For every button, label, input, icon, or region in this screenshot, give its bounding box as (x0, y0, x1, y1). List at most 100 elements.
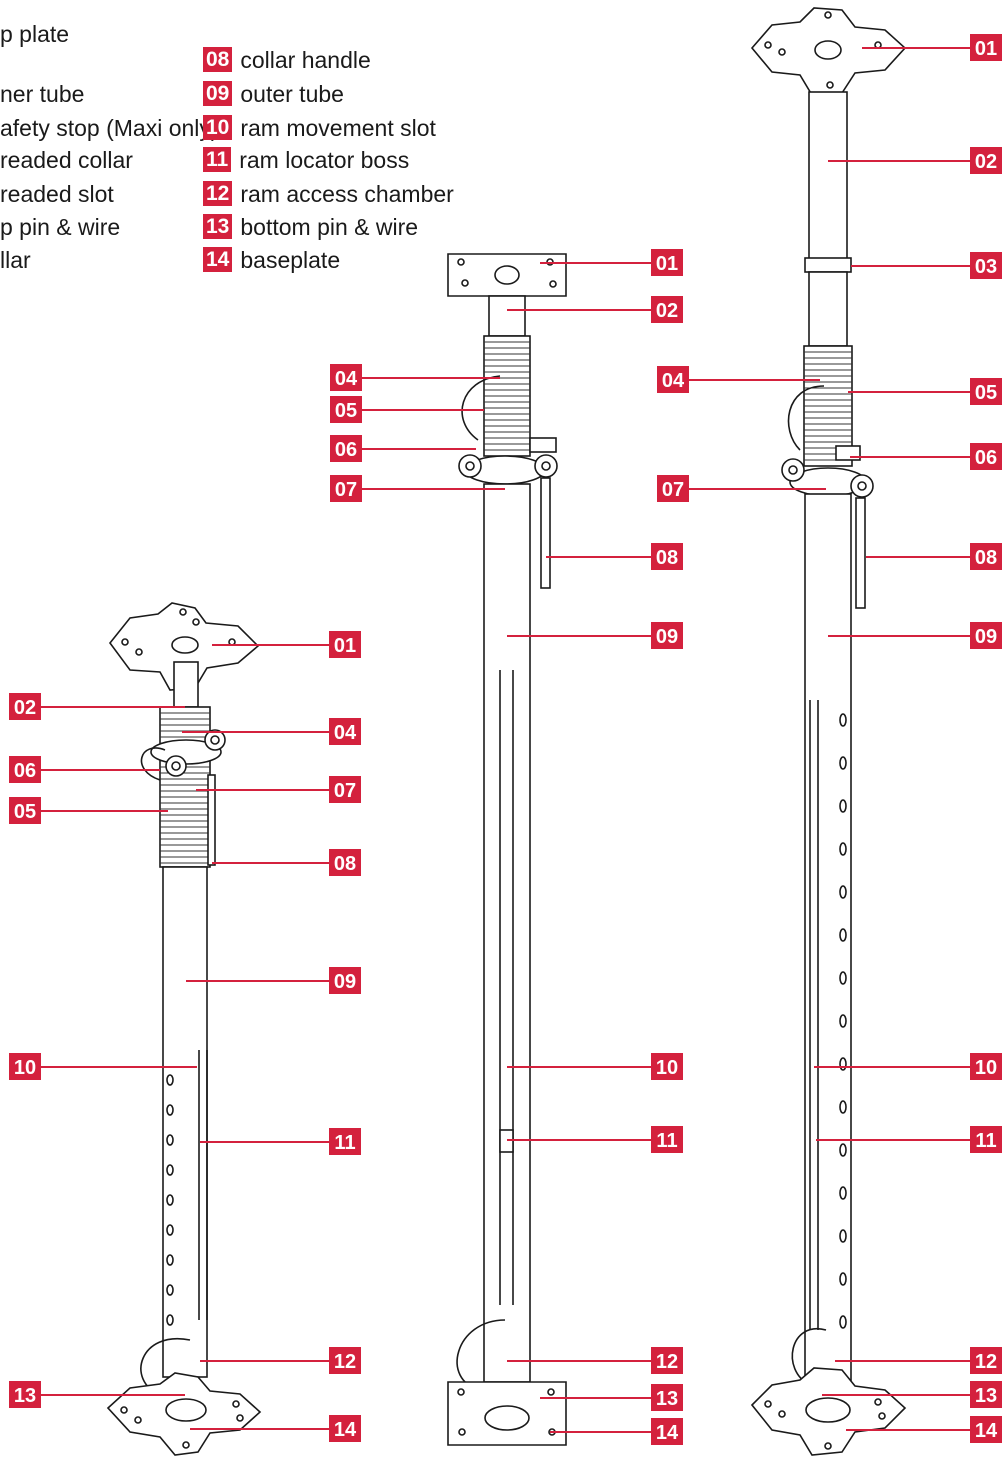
callout: 03 (851, 252, 1002, 279)
callout-badge (329, 967, 361, 994)
callout: 12 (507, 1347, 683, 1374)
pin-hole (166, 1104, 174, 1116)
legend-item-01: p plate (0, 19, 69, 49)
bolt-hole (778, 1410, 786, 1418)
bolt-hole (120, 1406, 128, 1414)
callout-number: 12 (656, 1351, 678, 1373)
callout-badge (9, 693, 41, 720)
callout: 07 (196, 776, 361, 803)
pin-hole (839, 1100, 847, 1114)
callout-number: 10 (656, 1057, 678, 1079)
legend-text: p plate (0, 21, 70, 47)
callout-badge (329, 776, 361, 803)
legend-text: p pin & wire (0, 214, 121, 240)
callout-number: 14 (334, 1419, 357, 1441)
legend-item-03: afety stop (Maxi only) (0, 113, 219, 143)
legend-text: outer tube (240, 81, 344, 107)
callout-number: 04 (334, 722, 357, 744)
callout-number: 14 (975, 1420, 998, 1442)
legend-item-06: p pin & wire (0, 212, 120, 242)
legend-item-10: 10 ram movement slot (203, 113, 436, 143)
top-pin-wire (787, 385, 825, 451)
callout: 05 (9, 797, 168, 824)
callout-badge (9, 1053, 41, 1080)
pin-hole (839, 799, 847, 813)
callout-number: 05 (14, 801, 36, 823)
callout: 13 (540, 1384, 683, 1411)
callout-badge (970, 543, 1002, 570)
legend-badge: 08 (203, 47, 233, 72)
callout-badge (970, 34, 1002, 61)
inner-tube (808, 91, 848, 263)
callout-badge (970, 147, 1002, 174)
pin-hole (839, 756, 847, 770)
pin-hole (166, 1164, 174, 1176)
callout-number: 05 (335, 400, 357, 422)
pin-hole (166, 1314, 174, 1326)
callout: 12 (835, 1347, 1002, 1374)
callout-number: 14 (656, 1422, 679, 1444)
callout: 08 (546, 543, 683, 570)
callout-badge (330, 364, 362, 391)
bolt-hole (179, 608, 187, 616)
legend-item-02: ner tube (0, 79, 84, 109)
callout-number: 08 (656, 547, 678, 569)
collar-handle (540, 477, 551, 589)
thread-lines (484, 341, 530, 451)
baseplate-hole (165, 1398, 207, 1422)
legend-text: bottom pin & wire (240, 214, 419, 240)
callout: 02 (9, 693, 185, 720)
pin-hole (839, 1229, 847, 1243)
bolt-hole (764, 1400, 772, 1408)
legend-badge: 13 (203, 214, 233, 239)
callout-badge (651, 1053, 683, 1080)
callout-badge (970, 1347, 1002, 1374)
legend-text: readed collar (0, 147, 133, 173)
callout-number: 08 (975, 547, 997, 569)
callout: 04 (657, 366, 820, 393)
callout-number: 13 (656, 1388, 678, 1410)
thread-lines (804, 351, 852, 461)
collar-lug-hole (171, 761, 181, 771)
callout-badge (329, 1415, 361, 1442)
callout-number: 07 (334, 780, 356, 802)
prop-3 (750, 7, 907, 1456)
callout-badge (9, 756, 41, 783)
callout: 02 (507, 296, 683, 323)
callout-number: 10 (975, 1057, 997, 1079)
pin-hole (166, 1194, 174, 1206)
collar-pin (529, 437, 557, 453)
legend: p plate ner tube afety stop (Maxi only) … (0, 0, 1005, 280)
callout-badge (329, 1128, 361, 1155)
callout: 14 (190, 1415, 361, 1442)
top-pin-wire (140, 747, 166, 781)
bolt-hole (457, 1388, 465, 1396)
callout-badge (651, 1126, 683, 1153)
safety-stop (804, 257, 852, 273)
pin-hole (839, 1315, 847, 1329)
callout-number: 13 (14, 1385, 36, 1407)
callout: 06 (850, 443, 1002, 470)
legend-text: ram locator boss (239, 147, 410, 173)
legend-item-13: 13 bottom pin & wire (203, 212, 418, 242)
callout-number: 04 (662, 370, 685, 392)
callout-badge (657, 475, 689, 502)
legend-badge: 10 (203, 115, 233, 140)
pin-hole (839, 713, 847, 727)
callout-badge (970, 1381, 1002, 1408)
bolt-hole (878, 1412, 886, 1420)
callout-badge (329, 718, 361, 745)
legend-text: ram movement slot (240, 115, 436, 141)
bolt-hole (778, 48, 786, 56)
pin-hole (166, 1134, 174, 1146)
callout-number: 06 (335, 439, 357, 461)
callout: 10 (814, 1053, 1002, 1080)
bolt-hole (236, 1414, 244, 1422)
bolt-hole (192, 618, 200, 626)
callout: 12 (200, 1347, 361, 1374)
callout: 01 (862, 34, 1002, 61)
